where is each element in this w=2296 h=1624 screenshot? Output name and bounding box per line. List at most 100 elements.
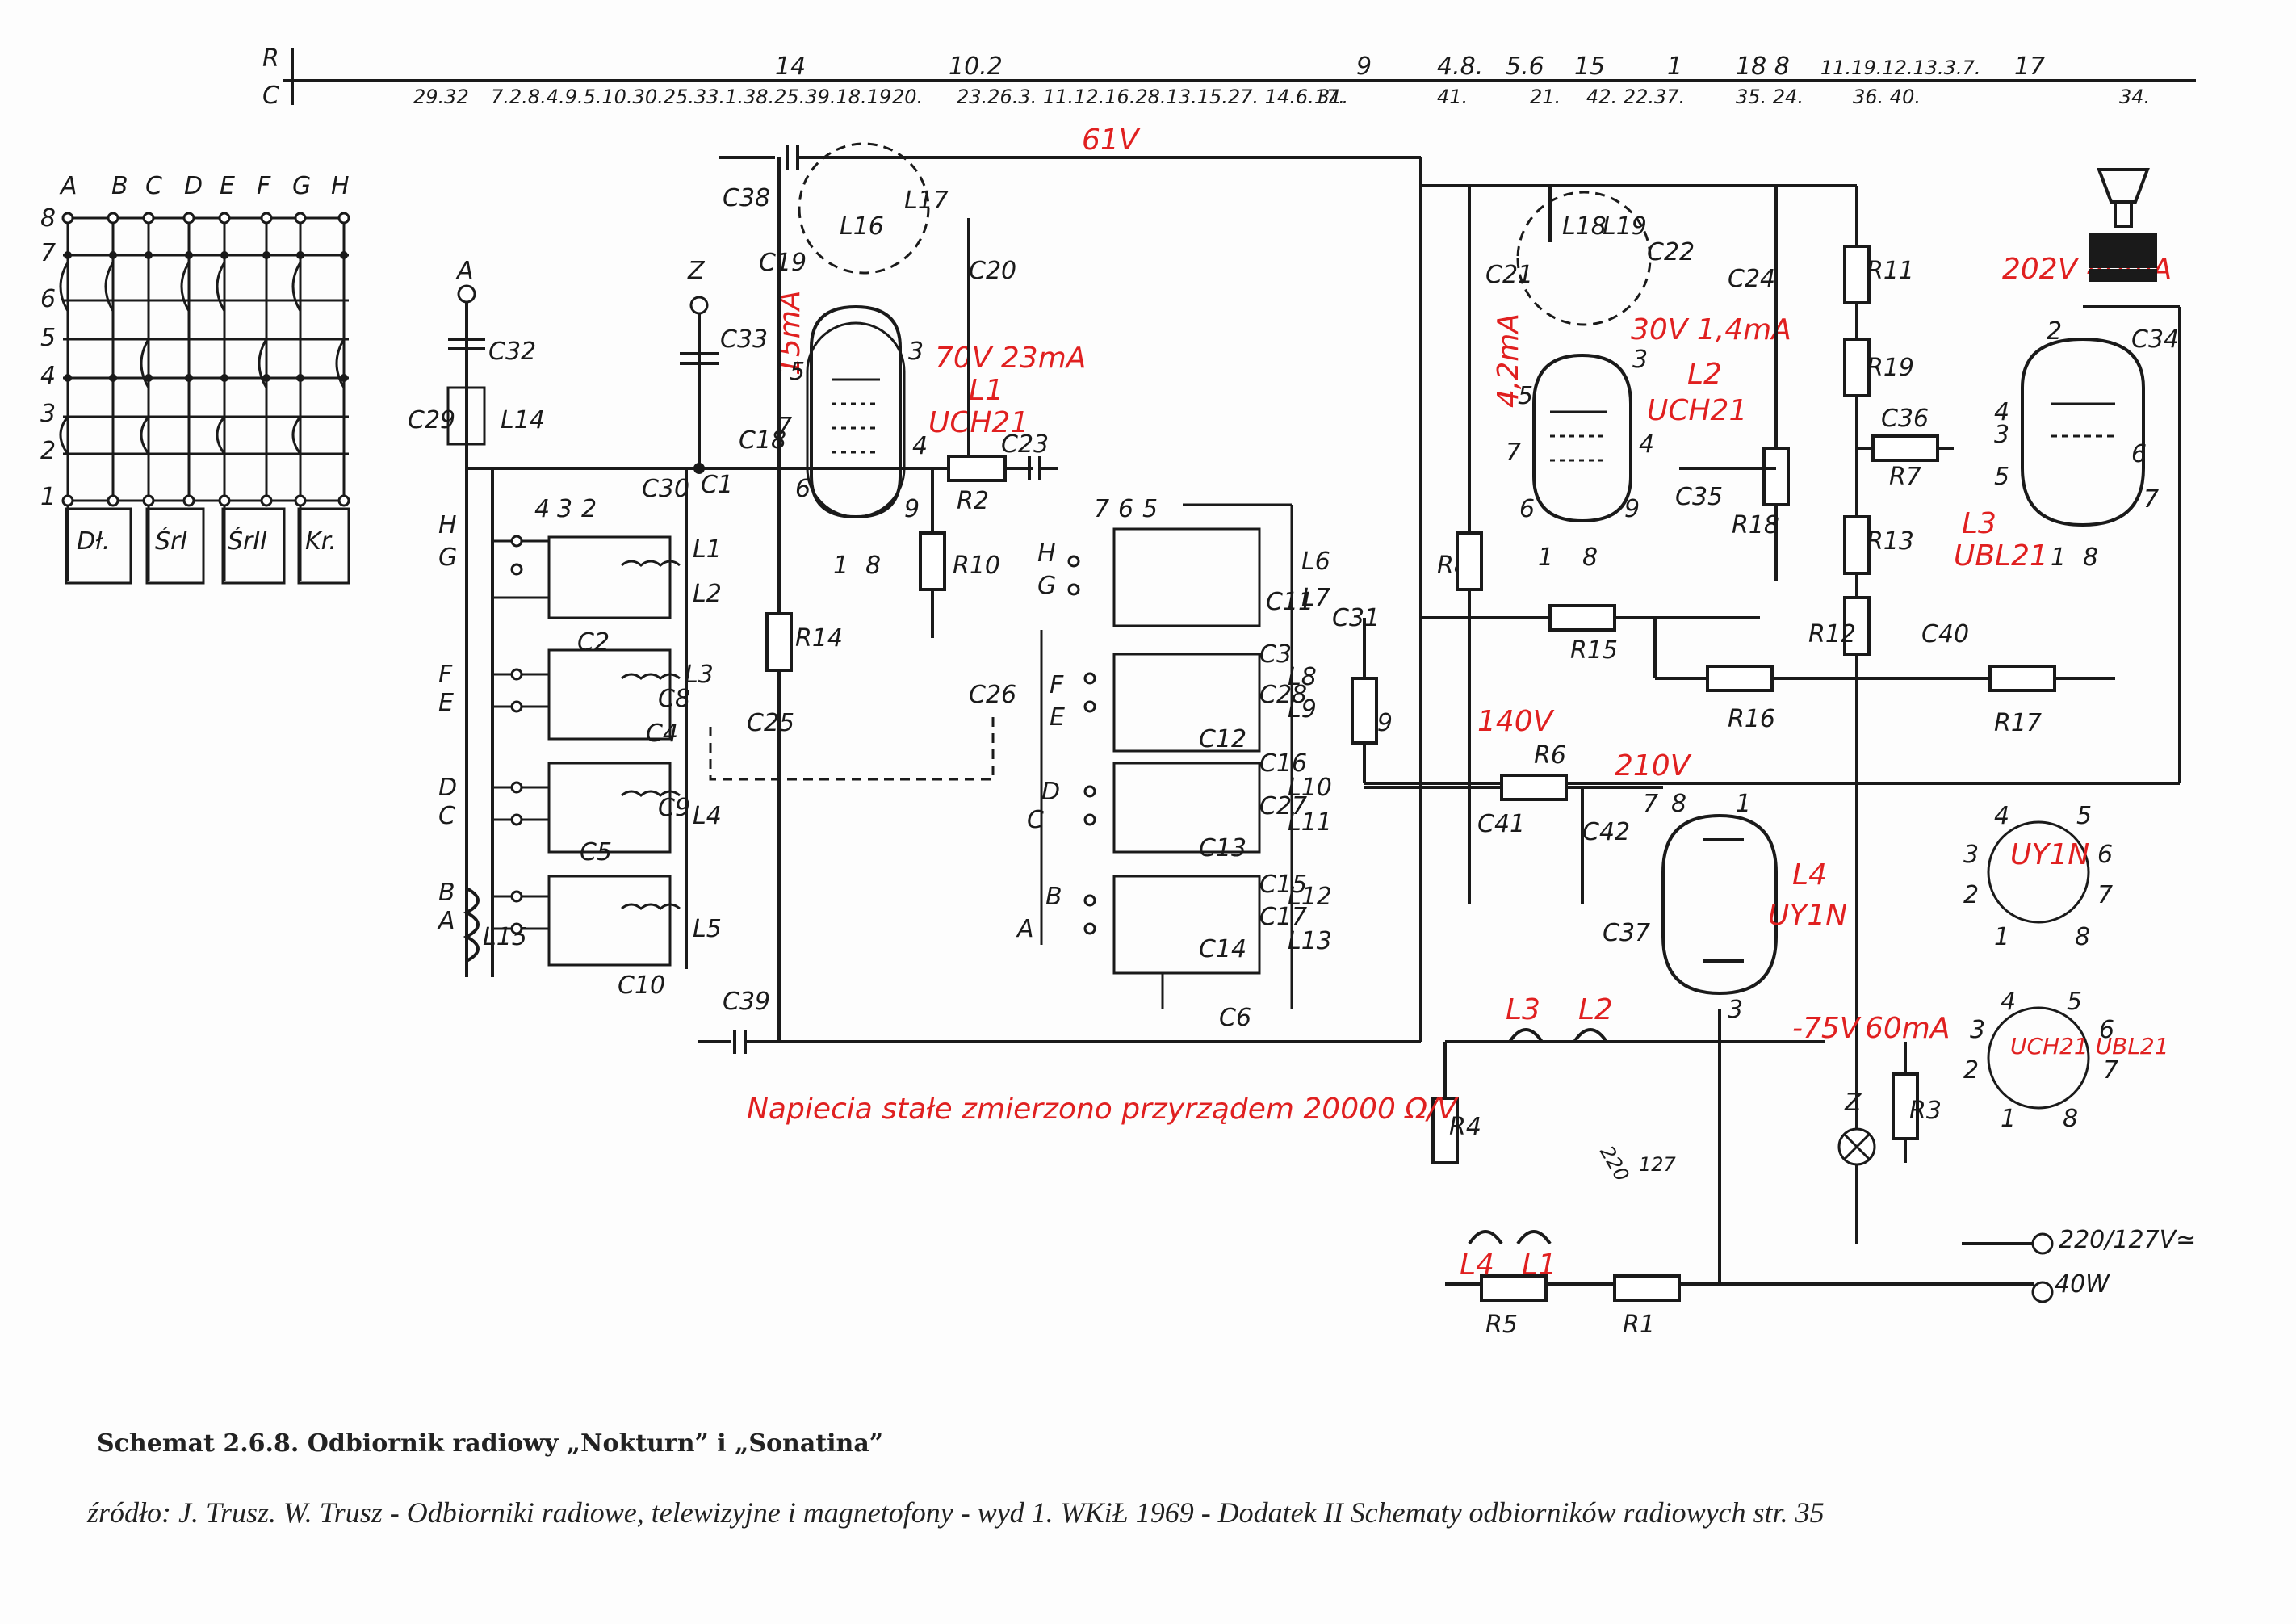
tube-l4-name: L4 [1792, 858, 1827, 892]
svg-text:C37: C37 [1603, 919, 1650, 947]
svg-text:C: C [145, 172, 162, 200]
svg-text:L7: L7 [1301, 584, 1330, 612]
heater-label-l4: L4 [1460, 1248, 1494, 1282]
svg-text:C14: C14 [1199, 935, 1246, 963]
svg-text:6: 6 [1118, 495, 1133, 523]
svg-text:3: 3 [908, 338, 924, 366]
svg-text:C33: C33 [720, 325, 768, 354]
scale-c-value: 41. [1437, 86, 1468, 108]
scale-r-value: 9 [1356, 52, 1372, 81]
tube-l1-name: L1 [969, 374, 1003, 407]
svg-text:E: E [220, 172, 235, 200]
svg-text:R15: R15 [1570, 636, 1618, 665]
svg-text:R18: R18 [1732, 511, 1779, 539]
scale-c-value: 20. [892, 86, 923, 108]
svg-text:3: 3 [1970, 1016, 1985, 1044]
switch-grid-row-labels: 8 7 6 5 4 3 2 1 [40, 204, 56, 511]
svg-text:R19: R19 [1867, 354, 1914, 382]
svg-text:R7: R7 [1889, 463, 1921, 491]
voltage-minus75v: -75V [1792, 1012, 1862, 1045]
svg-text:L14: L14 [501, 406, 545, 434]
heater-label-l3: L3 [1506, 993, 1540, 1026]
svg-text:C8: C8 [658, 685, 690, 713]
switch-grid: A B C D E F G H 8 7 6 5 4 3 2 1 [40, 172, 350, 585]
svg-text:C12: C12 [1199, 725, 1246, 753]
switch-grid-buttons [65, 507, 350, 585]
source-citation: źródło: J. Trusz. W. Trusz - Odbiorniki … [87, 1496, 1825, 1529]
antenna-section: A C32 C29 L14 Z C33 L15 [408, 257, 969, 977]
scale-header: R C 14 10.2 9 4.8. 5.6 15 1 18 8 11.19.1… [262, 44, 2196, 110]
svg-text:4: 4 [1994, 802, 2009, 830]
svg-text:A: A [1016, 915, 1034, 943]
svg-text:C26: C26 [969, 681, 1016, 709]
svg-text:G: G [1037, 572, 1056, 600]
svg-text:C38: C38 [723, 184, 770, 212]
svg-text:3: 3 [1994, 421, 2009, 449]
tube-l3-name: L3 [1962, 507, 1996, 540]
svg-text:C23: C23 [1001, 430, 1049, 459]
svg-text:2: 2 [2047, 317, 2062, 346]
voltage-selector-220: 220 [1595, 1142, 1633, 1185]
lamp-label: Z [1844, 1089, 1862, 1117]
tube-l1-type: UCH21 [928, 406, 1029, 439]
svg-text:L9: L9 [1288, 695, 1317, 724]
svg-text:L10: L10 [1288, 774, 1332, 802]
svg-text:C22: C22 [1647, 238, 1695, 266]
svg-text:7: 7 [1643, 790, 1658, 818]
svg-text:L13: L13 [1288, 927, 1332, 955]
voltage-selector-127: 127 [1639, 1153, 1677, 1176]
scale-c-value: 34. [2119, 86, 2150, 108]
svg-text:UY1N: UY1N [2010, 838, 2089, 871]
scale-c-label: C [262, 82, 279, 110]
l2-wiring [1351, 184, 2115, 1042]
heater-label-l1: L1 [1522, 1248, 1557, 1282]
svg-text:8: 8 [865, 552, 881, 580]
scale-c-value: 31. [1318, 86, 1348, 108]
button-label-long: Dł. [77, 527, 110, 556]
svg-text:R5: R5 [1485, 1311, 1518, 1339]
svg-text:6: 6 [2131, 440, 2147, 468]
svg-text:L8: L8 [1288, 663, 1317, 691]
svg-text:5: 5 [1994, 463, 2009, 491]
svg-text:C25: C25 [747, 709, 794, 737]
svg-text:C28: C28 [1259, 681, 1307, 709]
scale-r-value: 15 [1574, 52, 1605, 81]
svg-text:C31: C31 [1332, 604, 1380, 632]
measurement-note: Napiecia stałe zmierzono przyrządem 2000… [747, 1093, 1459, 1126]
svg-text:C1: C1 [701, 471, 733, 499]
svg-text:C10: C10 [618, 971, 665, 1000]
tube-l1-info: 70V 23mA [935, 342, 1086, 375]
svg-text:C32: C32 [488, 338, 536, 366]
svg-text:R6: R6 [1534, 741, 1566, 770]
button-label-medium1: ŚrI [155, 526, 187, 556]
svg-text:6: 6 [2099, 1016, 2114, 1044]
svg-text:R13: R13 [1867, 527, 1914, 556]
svg-text:4: 4 [1994, 398, 2009, 426]
svg-text:C6: C6 [1219, 1004, 1251, 1032]
svg-text:8: 8 [2083, 543, 2098, 572]
svg-text:4: 4 [534, 495, 550, 523]
tube-l2-name: L2 [1687, 358, 1722, 391]
svg-text:3: 3 [557, 495, 572, 523]
svg-text:L12: L12 [1288, 883, 1332, 911]
mains-power-label: 40W [2055, 1270, 2110, 1299]
scale-r-value: 14 [775, 52, 806, 81]
svg-text:C39: C39 [723, 988, 770, 1016]
svg-text:3: 3 [40, 400, 56, 428]
svg-text:7: 7 [40, 239, 56, 267]
svg-text:C35: C35 [1675, 483, 1723, 511]
svg-text:2: 2 [1963, 1056, 1979, 1085]
svg-text:C19: C19 [759, 249, 807, 277]
svg-text:L2: L2 [693, 580, 722, 608]
svg-text:F: F [257, 172, 271, 200]
svg-text:1: 1 [833, 552, 848, 580]
svg-text:C16: C16 [1259, 749, 1307, 778]
svg-text:C20: C20 [969, 257, 1016, 285]
scale-r-value: 4.8. [1437, 52, 1483, 81]
scale-c-value: 35. 24. [1736, 86, 1804, 108]
svg-text:L1: L1 [693, 535, 722, 564]
svg-text:E: E [438, 689, 454, 717]
voltage-140v: 140V [1477, 705, 1555, 738]
tube-l3-type: UBL21 [1954, 539, 2048, 573]
